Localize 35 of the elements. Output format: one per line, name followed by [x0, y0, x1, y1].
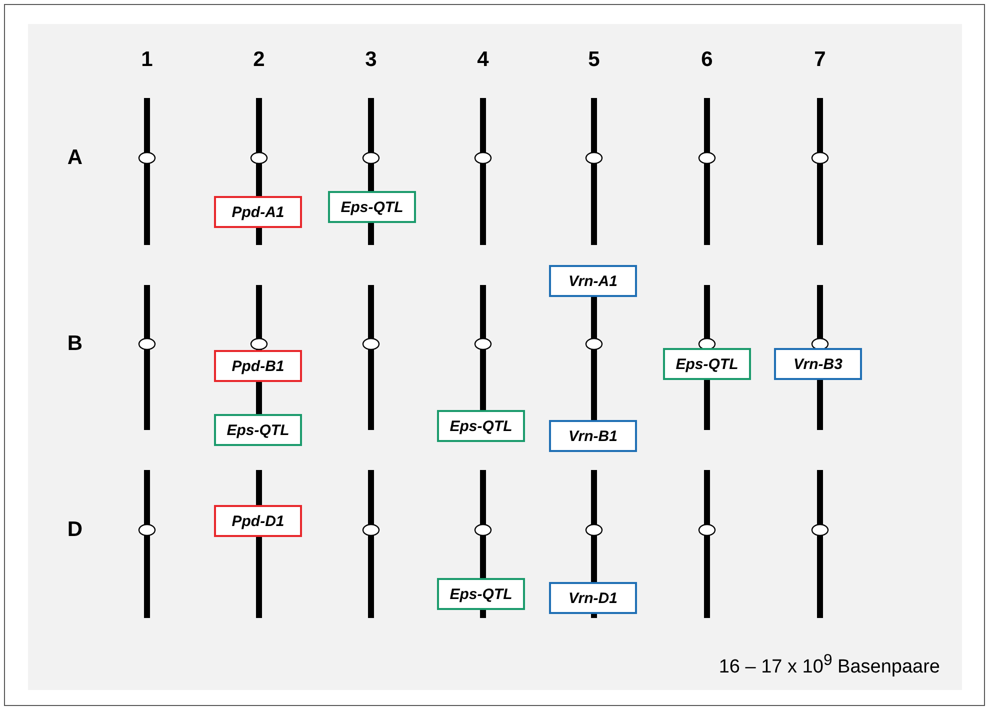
- gene-label-box: [214, 350, 302, 382]
- genome-label: A: [67, 146, 83, 170]
- gene-name: Ppd-D1: [232, 512, 284, 530]
- gene-label-box: [214, 196, 302, 228]
- gene-name: Eps-QTL: [450, 586, 512, 602]
- gene-name: Eps-QTL: [450, 418, 512, 434]
- gene-name: Vrn-D1: [568, 590, 618, 606]
- gene-name: Eps-QTL: [340, 198, 404, 216]
- gene-label-box: [437, 410, 525, 442]
- gene-label-box: [774, 348, 862, 380]
- gene-name: Vrn-A1: [568, 272, 618, 290]
- gene-label-box: [549, 420, 637, 452]
- column-number: 7: [814, 48, 826, 72]
- gene-label-box: [437, 578, 525, 610]
- gene-name: Ppd-B1: [232, 358, 284, 374]
- gene-label-box: [214, 414, 302, 446]
- genome-label: D: [67, 518, 83, 542]
- gene-name: Vrn-B1: [568, 428, 618, 444]
- column-number: 3: [365, 48, 377, 72]
- column-number: 2: [253, 48, 265, 72]
- column-number: 6: [701, 48, 713, 72]
- genome-size-note: 16 – 17 x 10$^{9}$ Basenpaare: [718, 652, 940, 678]
- column-number: 5: [588, 48, 600, 72]
- column-number: 1: [141, 48, 153, 72]
- gene-name: Eps-QTL: [676, 356, 738, 372]
- gene-label-box: [549, 265, 637, 297]
- gene-label-box: [328, 191, 416, 223]
- gene-name: Vrn-B3: [794, 356, 842, 372]
- gene-label-box: [549, 582, 637, 614]
- gene-name: Eps-QTL: [226, 422, 290, 438]
- gene-name: Ppd-A1: [232, 204, 284, 220]
- gene-label-box: [214, 505, 302, 537]
- genome-label: B: [67, 332, 83, 356]
- column-number: 4: [477, 48, 489, 72]
- gene-label-box: [663, 348, 751, 380]
